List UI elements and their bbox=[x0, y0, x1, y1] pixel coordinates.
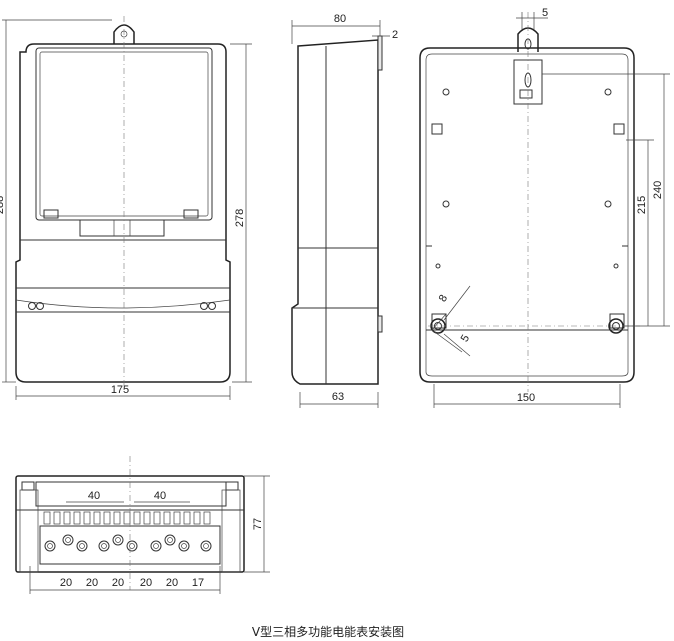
group-label-1: 40 bbox=[88, 490, 100, 502]
spacing-label-5: 20 bbox=[166, 577, 178, 589]
group-label-2: 40 bbox=[154, 490, 166, 502]
bottom-view: 40 40 77 20 20 20 20 20 17 bbox=[15, 456, 270, 594]
spacing-label-4: 20 bbox=[140, 577, 152, 589]
drawing-caption: V型三相多功能电能表安装图 bbox=[252, 624, 404, 639]
bottom-body bbox=[15, 475, 245, 573]
front-label-block bbox=[79, 219, 165, 237]
side-depth-label: 80 bbox=[334, 13, 346, 25]
hole-to-hole-label: 240 bbox=[652, 181, 664, 199]
side-base-label: 63 bbox=[332, 391, 344, 403]
front-width-label: 175 bbox=[111, 384, 129, 396]
spacing-label-1: 20 bbox=[60, 577, 72, 589]
front-height-label: 278 bbox=[234, 209, 246, 227]
back-view: 5 240 215 8 5 150 bbox=[419, 7, 670, 408]
front-body bbox=[15, 43, 231, 383]
terminal-holes bbox=[44, 534, 212, 552]
spacing-label-6: 17 bbox=[192, 577, 204, 589]
seal-screw-left bbox=[28, 302, 44, 310]
slot-width-label: 5 bbox=[459, 333, 472, 344]
spacing-label-2: 20 bbox=[86, 577, 98, 589]
back-body bbox=[419, 47, 635, 383]
bottom-height-label: 77 bbox=[252, 518, 264, 530]
seal-screw-right bbox=[200, 302, 216, 310]
hole-diameter-label: 8 bbox=[437, 293, 450, 304]
side-view: 80 2 63 bbox=[291, 13, 398, 408]
back-width-label: 150 bbox=[517, 392, 535, 404]
terminal-ribs bbox=[43, 511, 211, 525]
side-flange bbox=[377, 35, 383, 71]
overall-height-label: 288 bbox=[0, 196, 6, 214]
side-body bbox=[291, 39, 379, 385]
spacing-label-3: 20 bbox=[112, 577, 124, 589]
front-view: 288 278 175 bbox=[0, 16, 252, 400]
side-flange-label: 2 bbox=[392, 29, 398, 41]
hole-spacing-label: 215 bbox=[636, 196, 648, 214]
top-slot-label: 5 bbox=[542, 7, 548, 19]
